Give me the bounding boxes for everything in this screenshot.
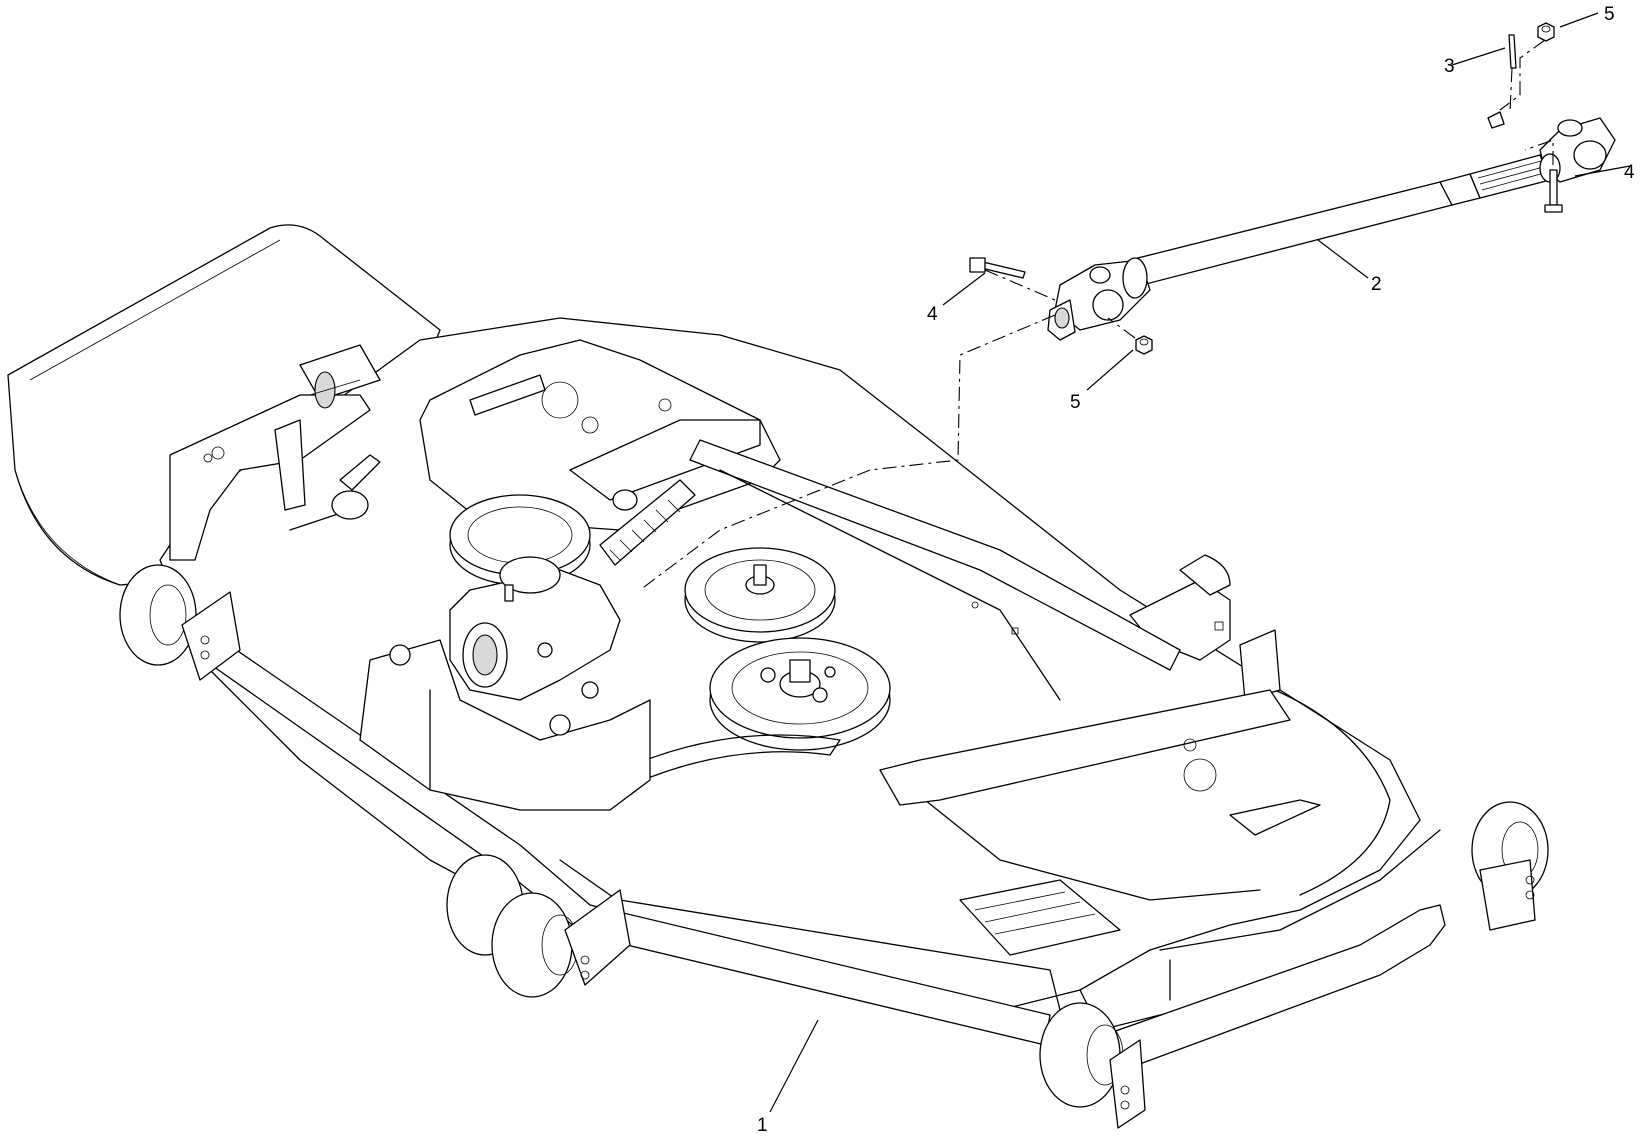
nut-upper [1537,22,1555,42]
callout-1: 1 [757,1115,768,1136]
height-adjust-lever [289,454,381,531]
callout-4-left: 4 [927,304,938,325]
callout-3: 3 [1444,56,1455,77]
belt-cover-right [1183,738,1321,836]
drive-belt [599,734,841,796]
roll-pin [1508,34,1517,69]
callout-leaders [769,12,1631,1113]
idler-spring [599,479,696,566]
pulley-top [684,547,836,643]
callout-4-right: 4 [1624,162,1635,183]
callout-5-right: 5 [1604,4,1615,25]
hanger-bracket-left [169,344,381,561]
nut-lower [1135,335,1153,355]
step-pad [959,879,1121,956]
callout-5-left: 5 [1070,392,1081,413]
deck-baffle [689,439,1291,806]
callout-labels: 1 2 3 4 4 5 5 [757,4,1635,1136]
wheel-front-left-b [491,889,631,998]
yoke-lower [1047,257,1151,341]
anti-scalp-wheels [119,564,1549,1129]
callout-2: 2 [1371,274,1382,295]
assembly-centerlines [639,39,1554,591]
bolt-upper [1544,169,1563,213]
wheel-right-rear [1471,801,1549,931]
pulley-center [709,637,891,751]
wheel-front-right [1039,1002,1146,1129]
discharge-chute [7,224,441,586]
bolt-lower [969,257,1026,279]
pto-drive-shaft [1047,111,1616,341]
gearbox [359,556,651,811]
wheel-left-rear [119,564,241,681]
